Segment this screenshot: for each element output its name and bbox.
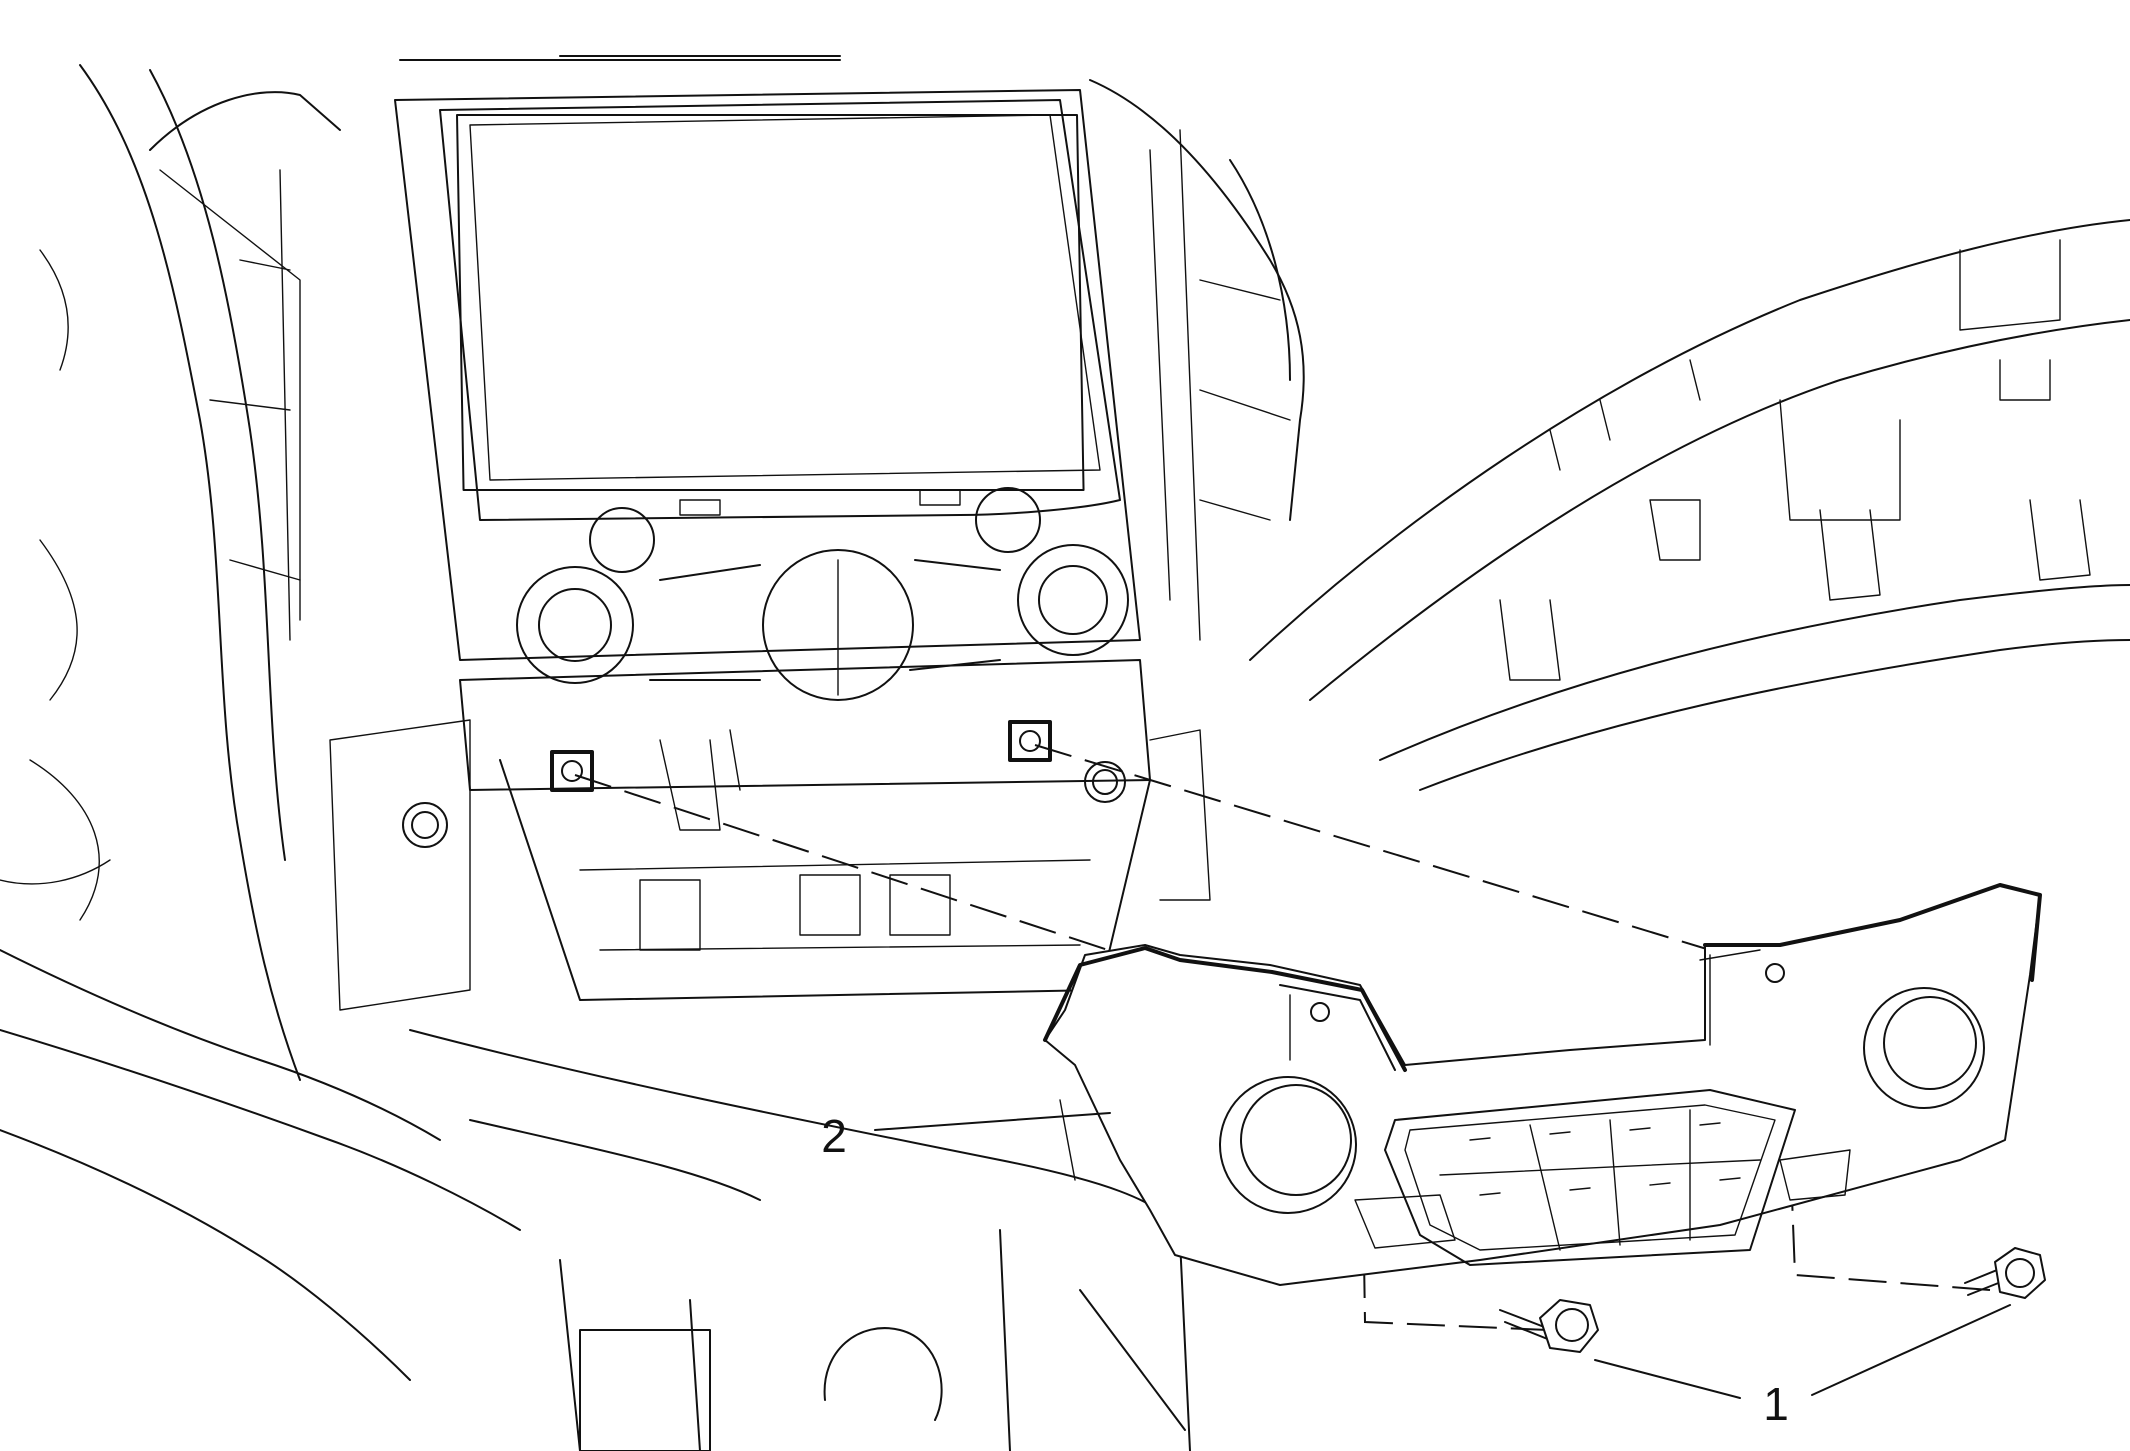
callout-fastener: 1 (1594, 1304, 2011, 1430)
fastener-right (1964, 1247, 2046, 1299)
dash-frame (149, 79, 1305, 641)
callout-label-1: 1 (1763, 1378, 1789, 1430)
lower-console (409, 1029, 1191, 1451)
display-assembly (394, 55, 1141, 701)
mounting-bracket (329, 659, 1211, 1011)
callout-label-2: 2 (821, 1110, 847, 1162)
climate-control-module (1043, 883, 2042, 1286)
callout-control-module: 2 (821, 1110, 1111, 1162)
steering-wheel (0, 64, 521, 1381)
instrument-panel-right (1249, 219, 2130, 791)
fastener-left (1499, 1299, 1599, 1353)
